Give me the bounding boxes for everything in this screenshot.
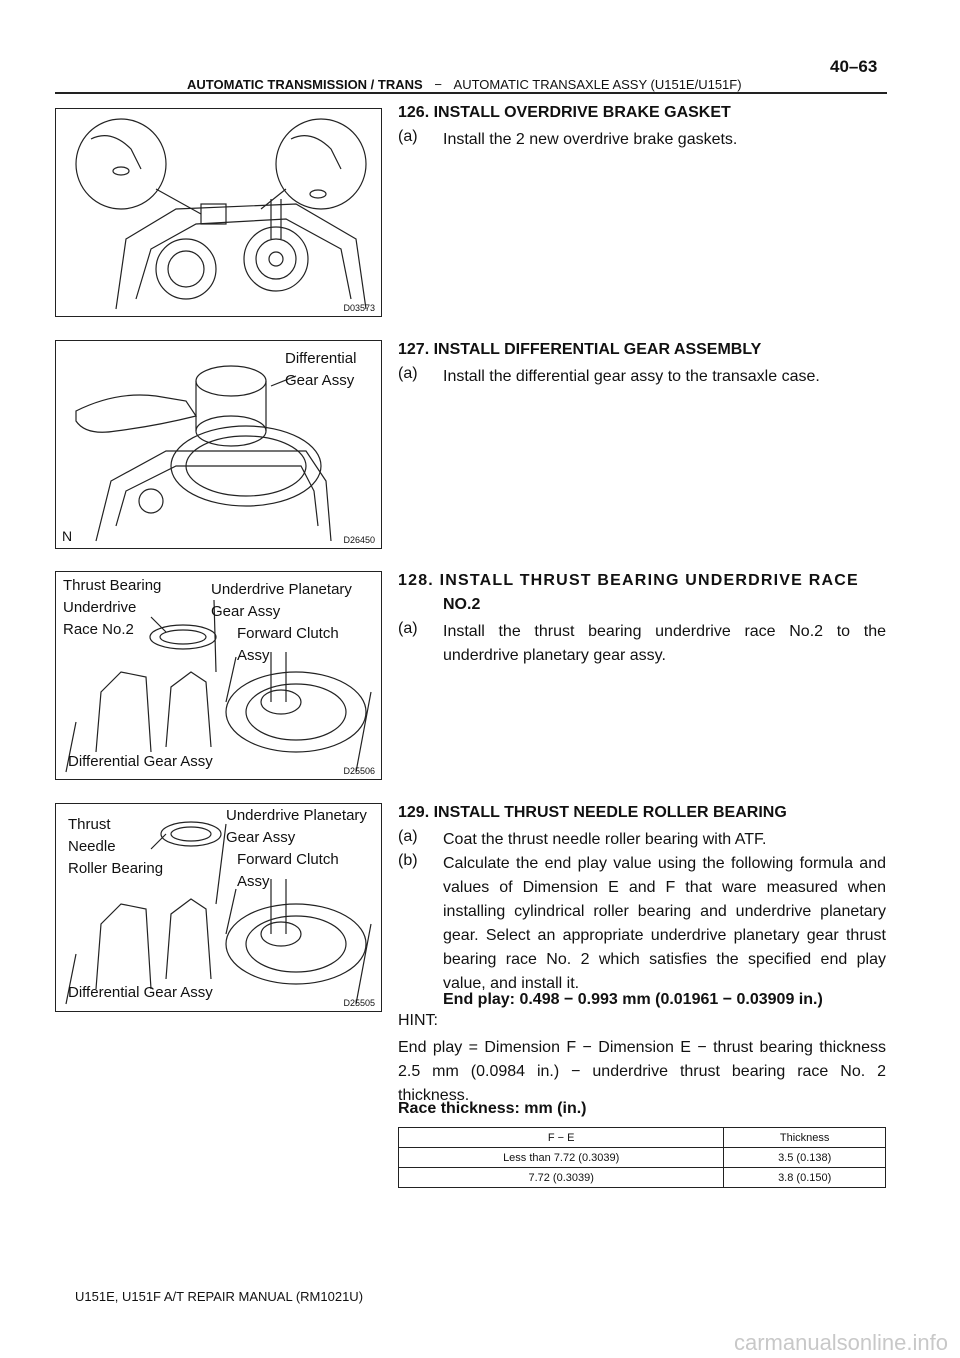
table-header-row: F − E Thickness: [397, 1127, 886, 1148]
step-129-item-a-text: Coat the thrust needle roller bearing wi…: [443, 831, 767, 848]
header-section: AUTOMATIC TRANSMISSION / TRANS: [187, 77, 423, 92]
step-128-item-a-text: Install the thrust bearing underdrive ra…: [443, 623, 886, 664]
step-129-heading: 129. INSTALL THRUST NEEDLE ROLLER BEARIN…: [398, 804, 787, 821]
race-thickness-table: F − E Thickness Less than 7.72 (0.3039) …: [397, 1127, 886, 1188]
watermark: carmanualsonline.info: [733, 1330, 948, 1355]
table-row: 7.72 (0.3039) 3.8 (0.150): [397, 1167, 886, 1188]
step-126-heading: 126. INSTALL OVERDRIVE BRAKE GASKET: [398, 104, 731, 121]
callout-forward-clutch: Forward Clutch Assy: [237, 851, 339, 890]
callout-underdrive-planetary-gear: Underdrive Planetary Gear Assy: [211, 581, 352, 620]
page-number: 40–63: [830, 57, 878, 76]
step-129-item-b-text: Calculate the end play value using the f…: [443, 855, 886, 992]
step-128-item-a-label: (a): [398, 620, 418, 637]
figure-code: D03573: [343, 303, 375, 313]
figure-corner-mark: N: [62, 528, 73, 544]
table-cell: 3.5 (0.138): [723, 1147, 886, 1168]
callout-thrust-bearing-race: Thrust Bearing Underdrive Race No.2: [63, 577, 162, 638]
hint-label: HINT:: [398, 1012, 438, 1029]
end-play-spec: End play: 0.498 − 0.993 mm (0.01961 − 0.…: [443, 991, 823, 1008]
running-header: AUTOMATIC TRANSMISSION / TRANS − AUTOMAT…: [187, 77, 742, 92]
callout-underdrive-planetary-gear: Underdrive Planetary Gear Assy: [226, 807, 367, 846]
step-127-item-a-label: (a): [398, 365, 418, 382]
step-129-item-a-label: (a): [398, 828, 418, 845]
step-127-item-a-text: Install the differential gear assy to th…: [443, 368, 820, 385]
figure-illustration: [65, 821, 372, 1005]
header-rule: [55, 92, 887, 94]
figure-code: D25505: [343, 998, 375, 1008]
figure-thrust-bearing-race: Thrust Bearing Underdrive Race No.2 Unde…: [55, 571, 382, 780]
step-126-item-a-text: Install the 2 new overdrive brake gasket…: [443, 131, 738, 148]
callout-differential-gear-assy: Differential Gear Assy: [285, 350, 357, 389]
step-126-item-a-label: (a): [398, 128, 418, 145]
figure-code: D25506: [343, 766, 375, 776]
table-cell: 3.8 (0.150): [723, 1167, 886, 1188]
table-header-cell: F − E: [397, 1127, 725, 1148]
step-127-heading: 127. INSTALL DIFFERENTIAL GEAR ASSEMBLY: [398, 341, 762, 358]
step-128-heading: 128. INSTALL THRUST BEARING UNDERDRIVE R…: [398, 572, 859, 589]
figure-differential-gear: Differential Gear Assy N D26450: [55, 340, 382, 549]
step-129-item-b-label: (b): [398, 852, 418, 869]
table-cell: Less than 7.72 (0.3039): [397, 1147, 725, 1168]
manual-footer: U151E, U151F A/T REPAIR MANUAL (RM1021U): [75, 1289, 364, 1304]
race-table-title: Race thickness: mm (in.): [398, 1100, 587, 1117]
callout-differential-gear-assy: Differential Gear Assy: [68, 753, 213, 770]
hint-text: End play = Dimension F − Dimension E − t…: [398, 1039, 886, 1104]
figure-overdrive-brake-gasket: D03573: [55, 108, 382, 317]
header-dash: −: [434, 77, 442, 92]
header-subsection: AUTOMATIC TRANSAXLE ASSY (U151E/U151F): [453, 77, 742, 92]
callout-forward-clutch: Forward Clutch Assy: [237, 625, 339, 664]
table-cell: 7.72 (0.3039): [397, 1167, 725, 1188]
table-row: Less than 7.72 (0.3039) 3.5 (0.138): [397, 1147, 886, 1168]
callout-thrust-needle-roller-bearing: Thrust Needle Roller Bearing: [68, 816, 164, 877]
figure-code: D26450: [343, 535, 375, 545]
step-128-heading-cont: NO.2: [443, 596, 481, 613]
table-header-cell: Thickness: [723, 1127, 886, 1148]
figure-illustration: [75, 118, 367, 310]
figure-thrust-needle-roller-bearing: Thrust Needle Roller Bearing Underdrive …: [55, 803, 382, 1012]
figure-illustration: [75, 365, 332, 542]
figure-illustration: [65, 599, 372, 773]
callout-differential-gear-assy: Differential Gear Assy: [68, 984, 213, 1001]
